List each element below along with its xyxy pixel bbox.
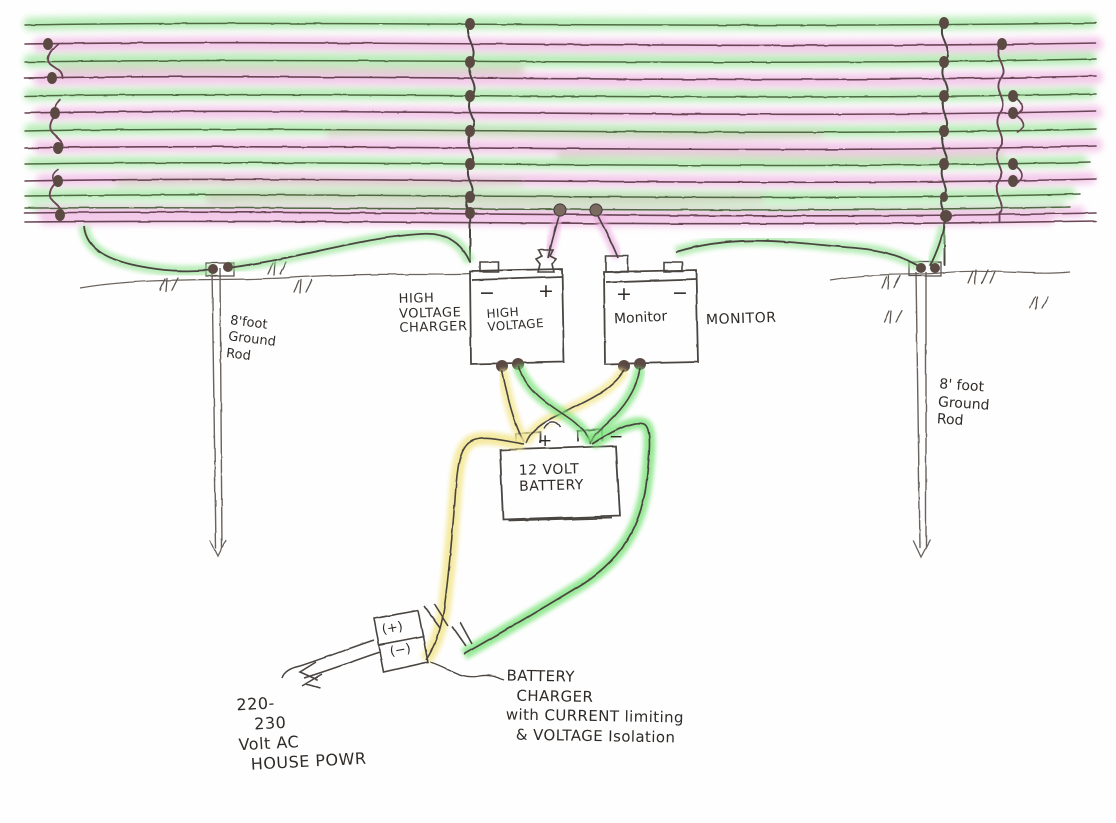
fence-wires (24, 22, 1097, 225)
hot-leads (543, 203, 623, 260)
earth-line (79, 270, 1071, 289)
ground-wire-left-highlight (78, 225, 215, 277)
ground-rod-right (908, 261, 942, 559)
charger-annotation-leader (429, 661, 505, 681)
wire-hash-marks (423, 603, 473, 647)
battery-positive-wiring (420, 367, 629, 664)
plug-prongs (298, 661, 323, 689)
grass-tufts (159, 261, 1049, 324)
battery-negative-wiring (461, 363, 656, 660)
fence-wire-highlights (23, 15, 1103, 227)
monitor-box (603, 269, 699, 365)
ground-wire-right (675, 239, 923, 269)
battery-charger-box (373, 609, 429, 673)
ac-power-cord (281, 639, 381, 679)
fence-connector-nodes (43, 17, 1018, 222)
ground-rod-left (205, 262, 235, 558)
ground-wire-left (83, 225, 215, 272)
wire-hop (543, 421, 561, 429)
ground-wire-left-to-center (227, 232, 471, 269)
insulator-bushings (479, 249, 683, 273)
high-voltage-charger-box (469, 268, 565, 365)
right-hot-bus (995, 43, 1005, 222)
